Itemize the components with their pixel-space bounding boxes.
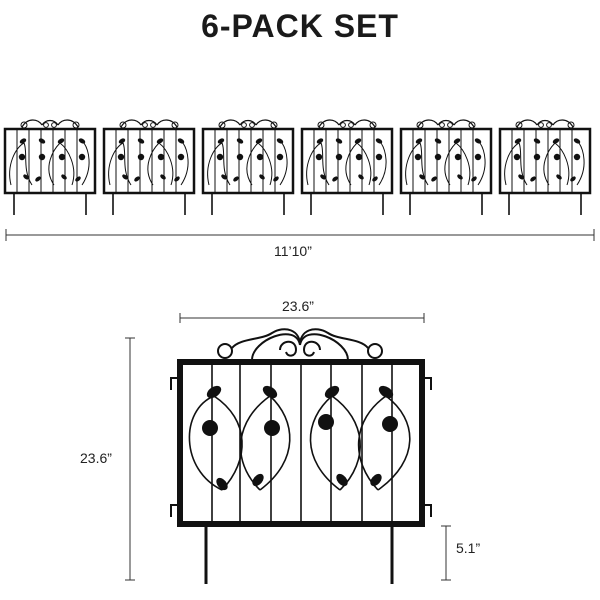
panel-height-label: 23.6” xyxy=(76,450,116,466)
fence-panel xyxy=(201,118,295,217)
total-length-label: 11’10” xyxy=(270,243,316,259)
fence-panel-row xyxy=(3,118,592,217)
fence-panel xyxy=(3,118,97,217)
fence-panel xyxy=(102,118,196,217)
large-fence-panel xyxy=(170,328,432,584)
panel-width-dimension xyxy=(179,313,425,323)
stake-length-dimension xyxy=(441,525,451,581)
panel-width-label: 23.6” xyxy=(278,298,318,314)
stake-length-label: 5.1” xyxy=(452,540,485,556)
page-title: 6-PACK SET xyxy=(201,8,399,44)
fence-panel xyxy=(300,118,394,217)
fence-panel xyxy=(399,118,493,217)
total-length-dimension xyxy=(5,229,595,241)
fence-panel xyxy=(498,118,592,217)
panel-height-dimension xyxy=(125,337,135,581)
